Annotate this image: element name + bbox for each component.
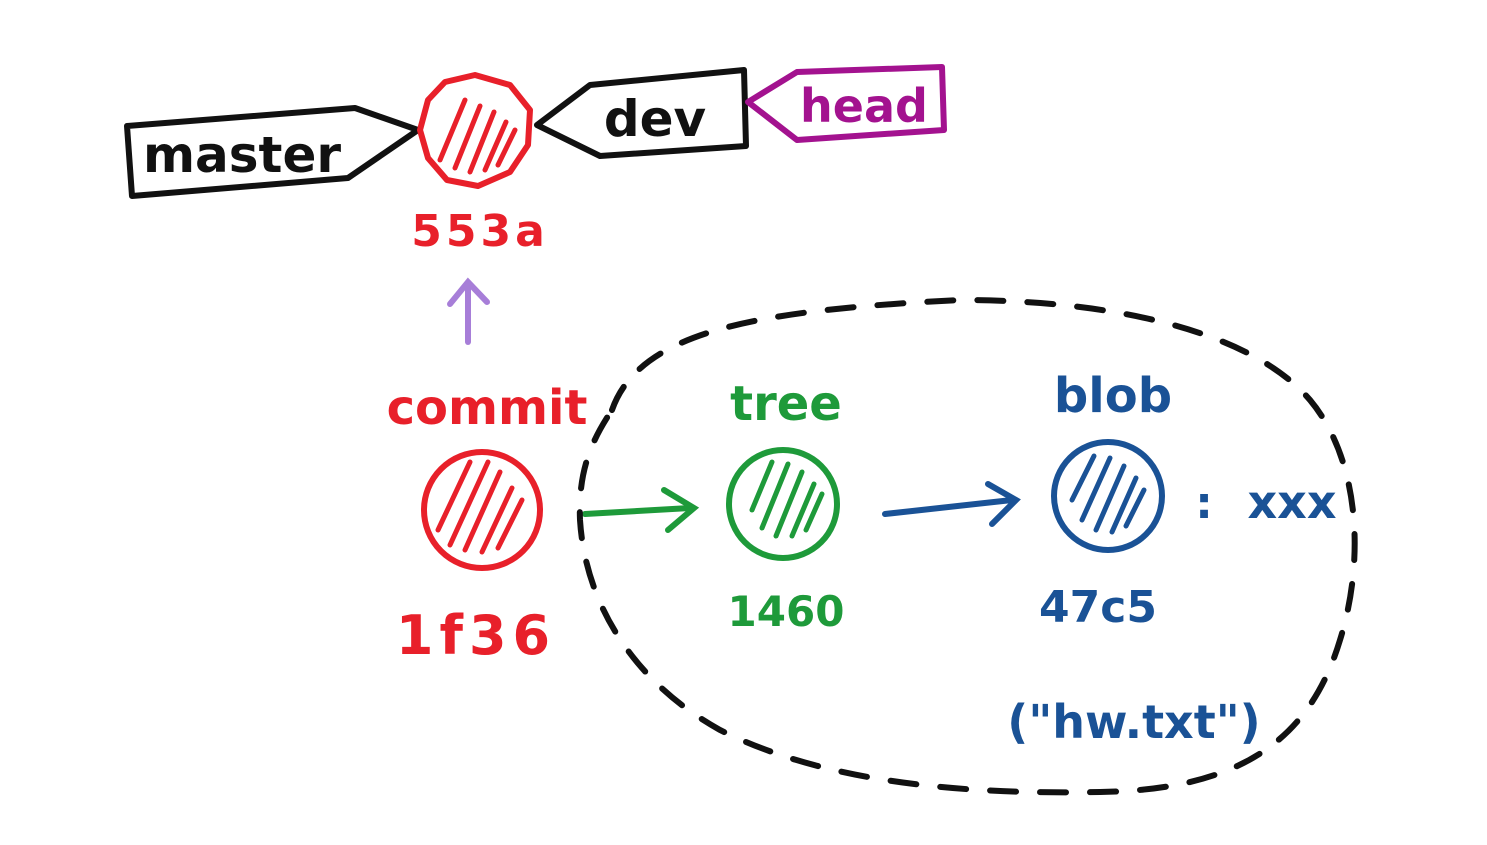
- hatched-circle-icon: [1069, 453, 1147, 535]
- head-commit-outline: [417, 72, 533, 189]
- blob-hash: 47c5: [1039, 582, 1157, 633]
- arrow-right-icon: [582, 487, 700, 533]
- head-tag: head: [745, 64, 947, 143]
- master-label: master: [143, 126, 341, 184]
- master-tag-outline: [124, 105, 421, 199]
- hatched-circle-icon: [749, 459, 825, 539]
- branch-tag-master: master: [124, 105, 421, 199]
- branch-tag-dev: dev: [534, 67, 749, 159]
- dev-label: dev: [604, 90, 706, 148]
- head-commit-hash: 553a: [411, 206, 549, 257]
- blob-content: xxx: [1247, 475, 1336, 529]
- head-commit-node: 553a: [411, 72, 549, 257]
- tree-hash: 1460: [728, 587, 845, 636]
- tree-title: tree: [730, 376, 842, 432]
- commit-hash: 1f36: [396, 604, 556, 667]
- commit-node: commit 1f36: [387, 380, 588, 667]
- commit-circle: [421, 449, 543, 571]
- tree-circle: [726, 447, 840, 561]
- blob-content-separator: :: [1195, 478, 1213, 529]
- blob-title: blob: [1054, 368, 1172, 424]
- tree-node: tree 1460: [726, 376, 845, 636]
- blob-circle: [1051, 439, 1165, 553]
- arrow-up-icon: [447, 277, 490, 345]
- hatched-circle-icon: [435, 459, 525, 555]
- hatched-circle-icon: [437, 97, 518, 175]
- blob-node: blob 47c5 : xxx ("hw.txt"): [1007, 368, 1336, 749]
- arrow-right-icon: [882, 481, 1021, 527]
- object-group-boundary: [576, 296, 1358, 796]
- blob-filename: ("hw.txt"): [1007, 695, 1260, 749]
- dev-tag-outline: [534, 67, 749, 159]
- commit-title: commit: [387, 380, 588, 436]
- head-tag-outline: [745, 64, 947, 143]
- head-label: head: [800, 79, 928, 133]
